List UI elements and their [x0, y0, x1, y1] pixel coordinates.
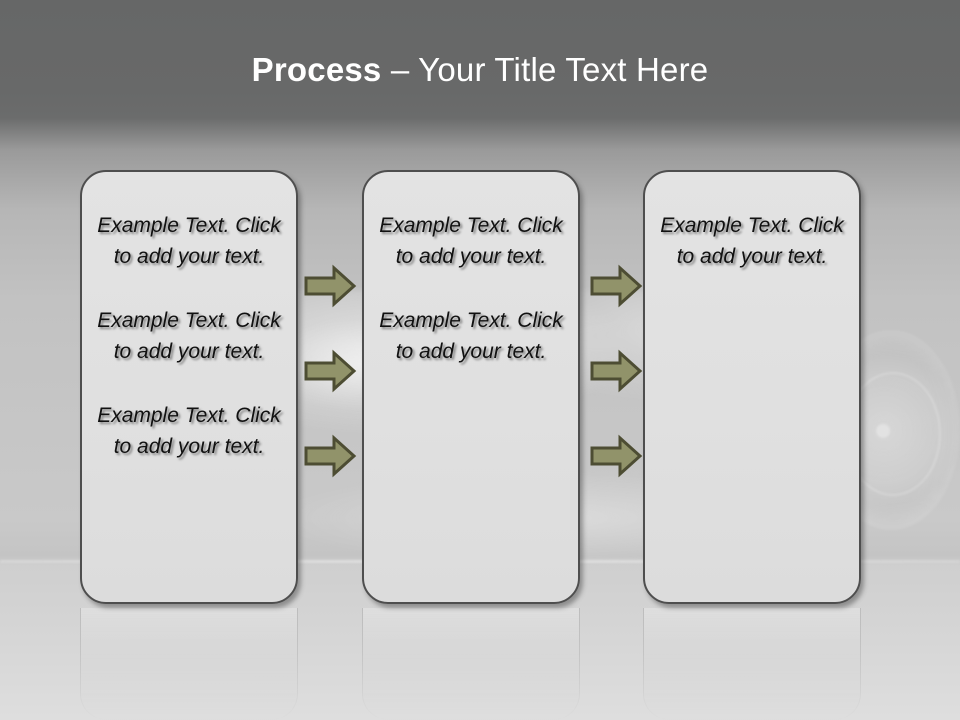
slide-title: Process – Your Title Text Here: [0, 49, 960, 91]
right-arrow-icon[interactable]: [590, 264, 643, 308]
right-arrow-icon[interactable]: [590, 349, 643, 393]
process-box-1[interactable]: Example Text. Click to add your text. Ex…: [80, 170, 298, 604]
process-text-block[interactable]: Example Text. Click to add your text.: [97, 214, 281, 268]
process-text-block[interactable]: Example Text. Click to add your text.: [97, 309, 281, 363]
process-box-3-content: Example Text. Click to add your text.: [655, 210, 849, 272]
process-text-block[interactable]: Example Text. Click to add your text.: [97, 404, 281, 458]
right-arrow-icon[interactable]: [304, 434, 357, 478]
slide-title-rest: – Your Title Text Here: [381, 51, 709, 88]
process-box-2-content: Example Text. Click to add your text. Ex…: [374, 210, 568, 367]
process-box-1-content: Example Text. Click to add your text. Ex…: [92, 210, 286, 462]
process-box-3[interactable]: Example Text. Click to add your text.: [643, 170, 861, 604]
box-reflection-3: [643, 608, 861, 720]
slide-title-strong: Process: [251, 51, 382, 88]
process-text-block[interactable]: Example Text. Click to add your text.: [660, 214, 844, 268]
right-arrow-icon[interactable]: [304, 349, 357, 393]
right-arrow-icon[interactable]: [304, 264, 357, 308]
process-text-block[interactable]: Example Text. Click to add your text.: [379, 214, 563, 268]
background-car-wheel-hub: [876, 424, 890, 438]
box-reflection-1: [80, 608, 298, 720]
process-box-2[interactable]: Example Text. Click to add your text. Ex…: [362, 170, 580, 604]
box-reflection-2: [362, 608, 580, 720]
process-text-block[interactable]: Example Text. Click to add your text.: [379, 309, 563, 363]
right-arrow-icon[interactable]: [590, 434, 643, 478]
